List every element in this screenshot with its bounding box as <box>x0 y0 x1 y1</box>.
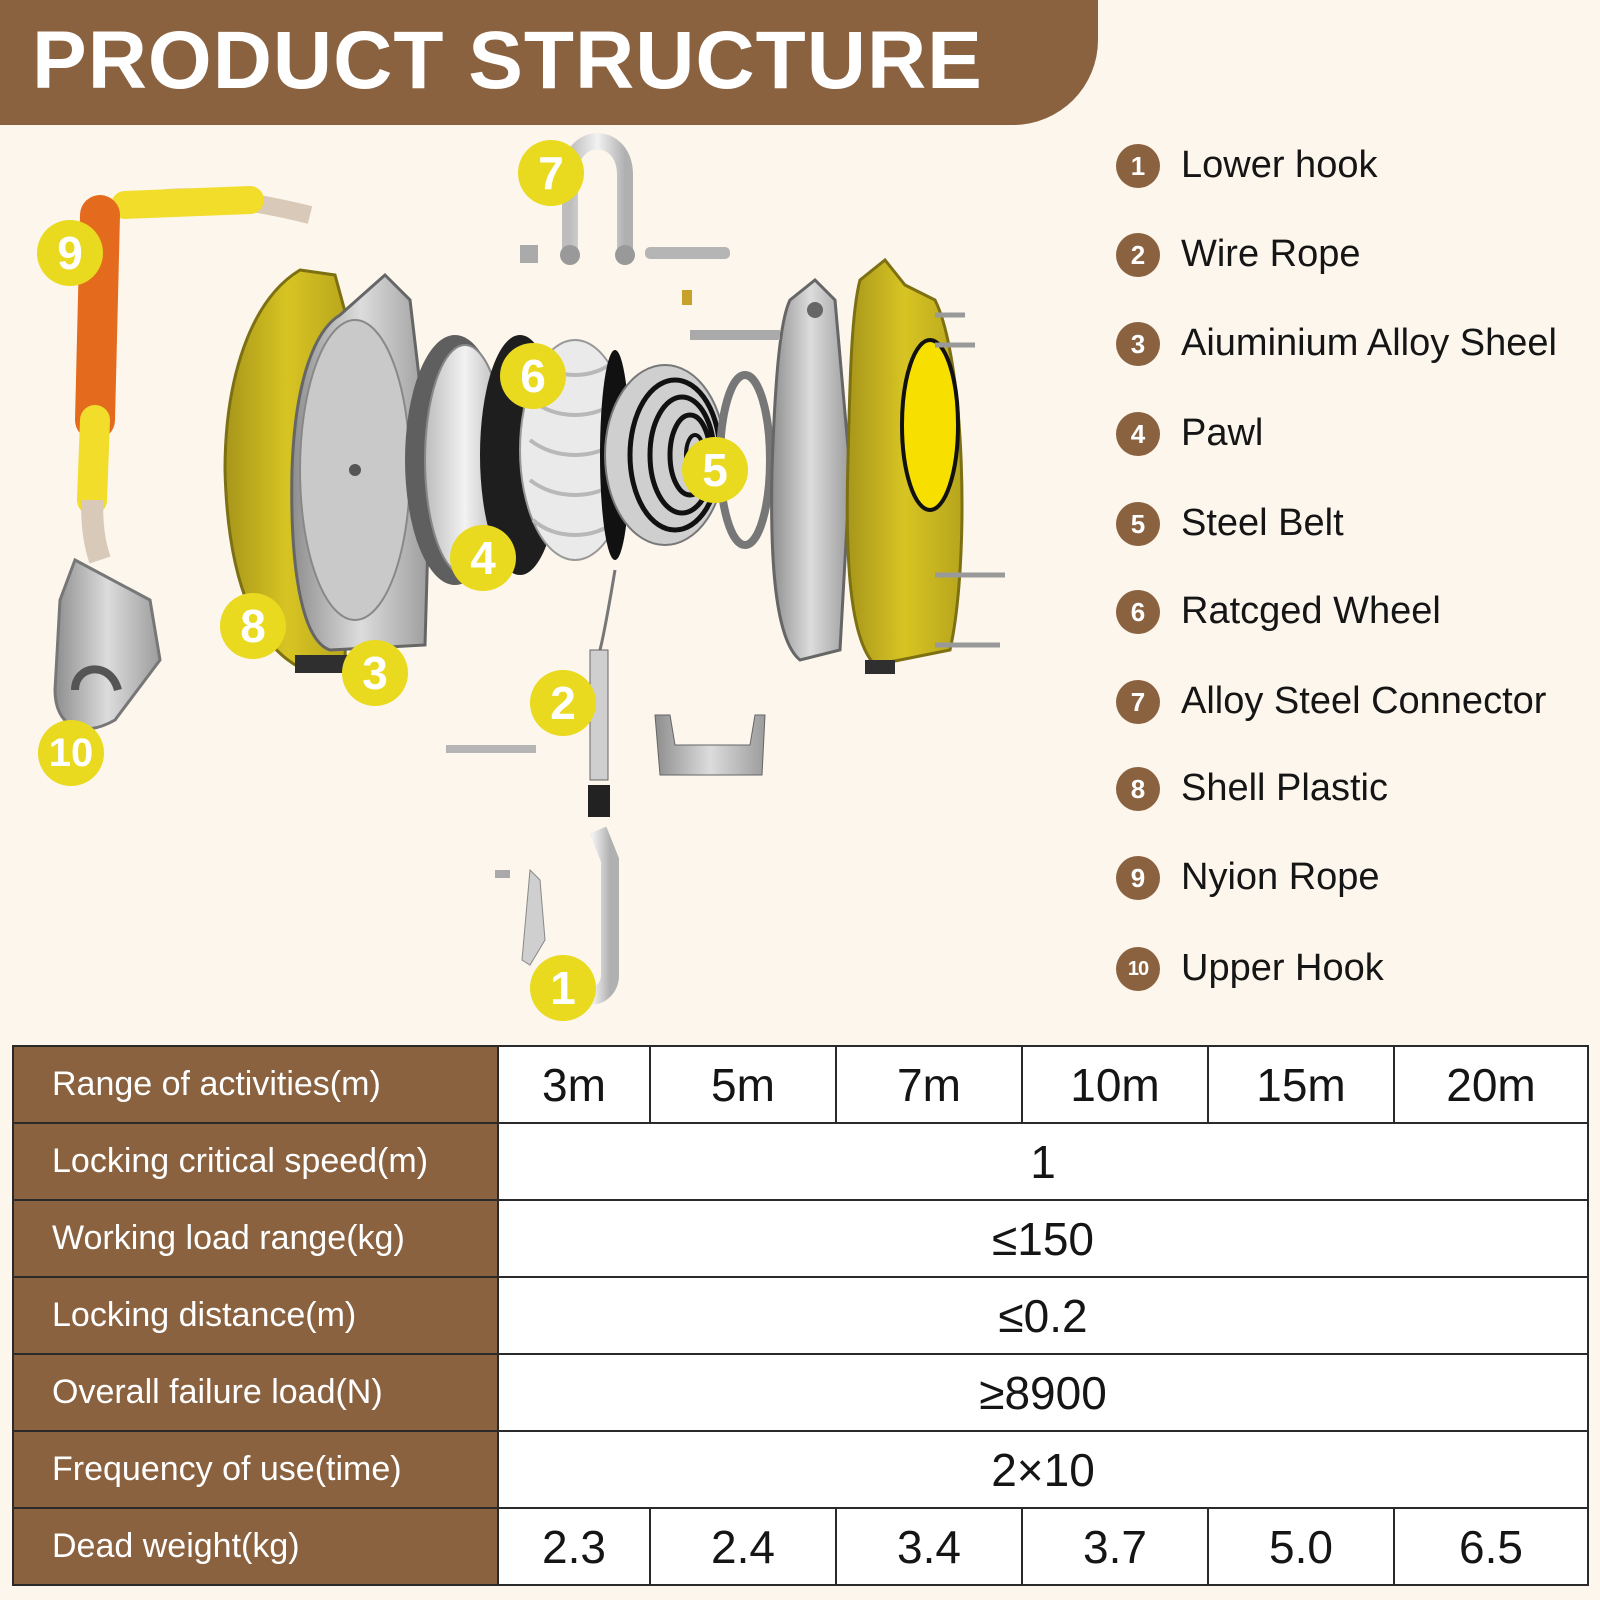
table-cell: 15m <box>1207 1045 1395 1124</box>
marker-8: 8 <box>220 593 286 659</box>
legend-item-wire-rope: 2 Wire Rope <box>1116 227 1596 283</box>
row-label: Frequency of use(time) <box>12 1430 499 1509</box>
product-illustration <box>53 133 1005 1005</box>
legend-number: 3 <box>1116 322 1160 366</box>
legend-number: 7 <box>1116 680 1160 724</box>
legend-item-nylon-rope: 9 Nyion Rope <box>1116 850 1596 906</box>
table-cell: ≤0.2 <box>497 1276 1589 1355</box>
legend-item-pawl: 4 Pawl <box>1116 406 1596 462</box>
row-label: Overall failure load(N) <box>12 1353 499 1432</box>
table-cell: 7m <box>835 1045 1023 1124</box>
table-row: Overall failure load(N) ≥8900 <box>12 1353 1589 1432</box>
wire-rope-lower-hook <box>446 569 766 1005</box>
legend-label: Ratcged Wheel <box>1181 590 1441 632</box>
table-cell: 2×10 <box>497 1430 1589 1509</box>
spec-table: Range of activities(m) 3m 5m 7m 10m 15m … <box>12 1045 1589 1586</box>
table-cell: 5m <box>649 1045 837 1124</box>
table-cell: 2.4 <box>649 1507 837 1586</box>
legend-label: Aiuminium Alloy Sheel <box>1181 322 1557 364</box>
aluminium-shell <box>290 272 432 652</box>
row-label: Dead weight(kg) <box>12 1507 499 1586</box>
table-row: Frequency of use(time) 2×10 <box>12 1430 1589 1509</box>
right-aluminium-shell <box>770 277 852 662</box>
marker-10: 10 <box>38 720 104 786</box>
legend-item-alloy-steel-connector: 7 Alloy Steel Connector <box>1116 674 1596 730</box>
legend-label: Pawl <box>1181 412 1264 454</box>
marker-4: 4 <box>450 525 516 591</box>
right-plastic-shell <box>845 257 1005 674</box>
table-row: Locking critical speed(m) 1 <box>12 1122 1589 1201</box>
legend-label: Nyion Rope <box>1181 856 1380 898</box>
marker-7: 7 <box>518 140 584 206</box>
marker-1: 1 <box>530 955 596 1021</box>
page-title: PRODUCT STRUCTURE <box>32 15 983 106</box>
table-cell: 3.7 <box>1021 1507 1209 1586</box>
marker-9: 9 <box>37 220 103 286</box>
legend-number: 9 <box>1116 856 1160 900</box>
legend-number: 5 <box>1116 502 1160 546</box>
legend-label: Upper Hook <box>1181 947 1384 989</box>
legend-number: 10 <box>1116 947 1160 991</box>
legend-item-lower-hook: 1 Lower hook <box>1116 138 1596 194</box>
table-cell: ≥8900 <box>497 1353 1589 1432</box>
table-cell: 6.5 <box>1393 1507 1589 1586</box>
table-row: Working load range(kg) ≤150 <box>12 1199 1589 1278</box>
marker-2: 2 <box>530 670 596 736</box>
table-cell: 20m <box>1393 1045 1589 1124</box>
table-row: Range of activities(m) 3m 5m 7m 10m 15m … <box>12 1045 1589 1124</box>
table-cell: 1 <box>497 1122 1589 1201</box>
table-row: Dead weight(kg) 2.3 2.4 3.4 3.7 5.0 6.5 <box>12 1507 1589 1586</box>
table-cell: 3.4 <box>835 1507 1023 1586</box>
marker-6: 6 <box>500 343 566 409</box>
row-label: Working load range(kg) <box>12 1199 499 1278</box>
marker-3: 3 <box>342 640 408 706</box>
legend-label: Alloy Steel Connector <box>1181 680 1547 722</box>
table-cell: ≤150 <box>497 1199 1589 1278</box>
table-row: Locking distance(m) ≤0.2 <box>12 1276 1589 1355</box>
legend-number: 8 <box>1116 767 1160 811</box>
legend-item-shell-plastic: 8 Shell Plastic <box>1116 761 1596 817</box>
row-label: Range of activities(m) <box>12 1045 499 1124</box>
legend-number: 1 <box>1116 144 1160 188</box>
legend-label: Lower hook <box>1181 144 1378 186</box>
legend-label: Shell Plastic <box>1181 767 1388 809</box>
table-cell: 5.0 <box>1207 1507 1395 1586</box>
legend-label: Wire Rope <box>1181 233 1361 275</box>
table-cell: 10m <box>1021 1045 1209 1124</box>
legend-item-aluminium-shell: 3 Aiuminium Alloy Sheel <box>1116 316 1596 372</box>
row-label: Locking distance(m) <box>12 1276 499 1355</box>
table-cell: 2.3 <box>497 1507 651 1586</box>
legend-item-steel-belt: 5 Steel Belt <box>1116 496 1596 552</box>
legend-number: 6 <box>1116 590 1160 634</box>
legend-item-upper-hook: 10 Upper Hook <box>1116 941 1596 997</box>
table-cell: 3m <box>497 1045 651 1124</box>
legend-number: 4 <box>1116 412 1160 456</box>
row-label: Locking critical speed(m) <box>12 1122 499 1201</box>
marker-5: 5 <box>682 437 748 503</box>
legend-item-ratchet-wheel: 6 Ratcged Wheel <box>1116 584 1596 640</box>
legend-number: 2 <box>1116 233 1160 277</box>
product-exploded-diagram: 7 9 6 5 4 8 3 2 10 1 <box>0 125 1090 1030</box>
header-banner: PRODUCT STRUCTURE <box>0 0 1098 125</box>
legend-label: Steel Belt <box>1181 502 1344 544</box>
